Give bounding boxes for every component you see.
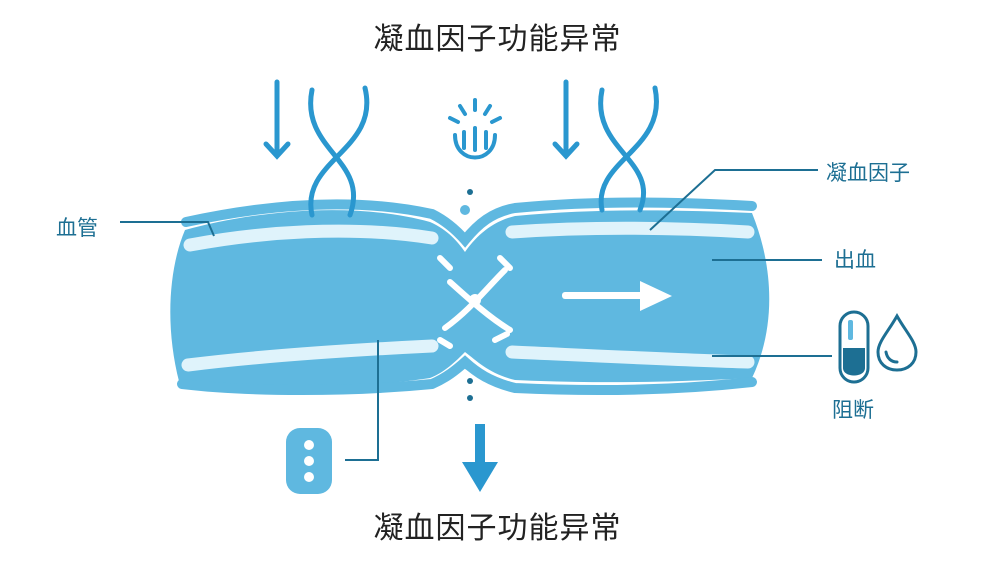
droplet-icon [876, 312, 918, 372]
label-block: 阻断 [832, 398, 874, 422]
label-vessel: 血管 [56, 216, 98, 240]
drip-dot [467, 395, 473, 401]
drip-dot [467, 378, 473, 384]
down-arrow-icon [552, 79, 580, 160]
upper-wall-highlight [183, 224, 439, 252]
pill-capsule-icon [838, 310, 870, 384]
down-arrow-icon [263, 79, 291, 160]
clot-dot [469, 294, 481, 306]
bleeding-down-arrow-icon [462, 424, 498, 492]
burst-icon [448, 98, 502, 160]
lower-wall-highlight [181, 339, 439, 372]
label-clotting-factor: 凝血因子 [826, 161, 910, 185]
leader-line-factor [649, 169, 818, 231]
diagram-title-top: 凝血因子功能异常 [373, 22, 622, 57]
leader-line-bottom [345, 340, 379, 461]
leader-line-vessel [120, 221, 215, 237]
drip-dot [467, 189, 473, 195]
dna-strand-icon [598, 85, 659, 213]
drip-dot [460, 205, 470, 215]
diagram-title-bottom: 凝血因子功能异常 [373, 511, 622, 546]
flow-arrow-icon [562, 281, 672, 311]
dna-strand-icon [308, 85, 370, 218]
lower-wall-highlight-right [505, 345, 755, 369]
upper-wall-highlight-right [505, 221, 755, 239]
drip-dot [463, 360, 473, 370]
label-bleeding: 出血 [834, 248, 876, 272]
pill-badge-icon [286, 428, 332, 494]
